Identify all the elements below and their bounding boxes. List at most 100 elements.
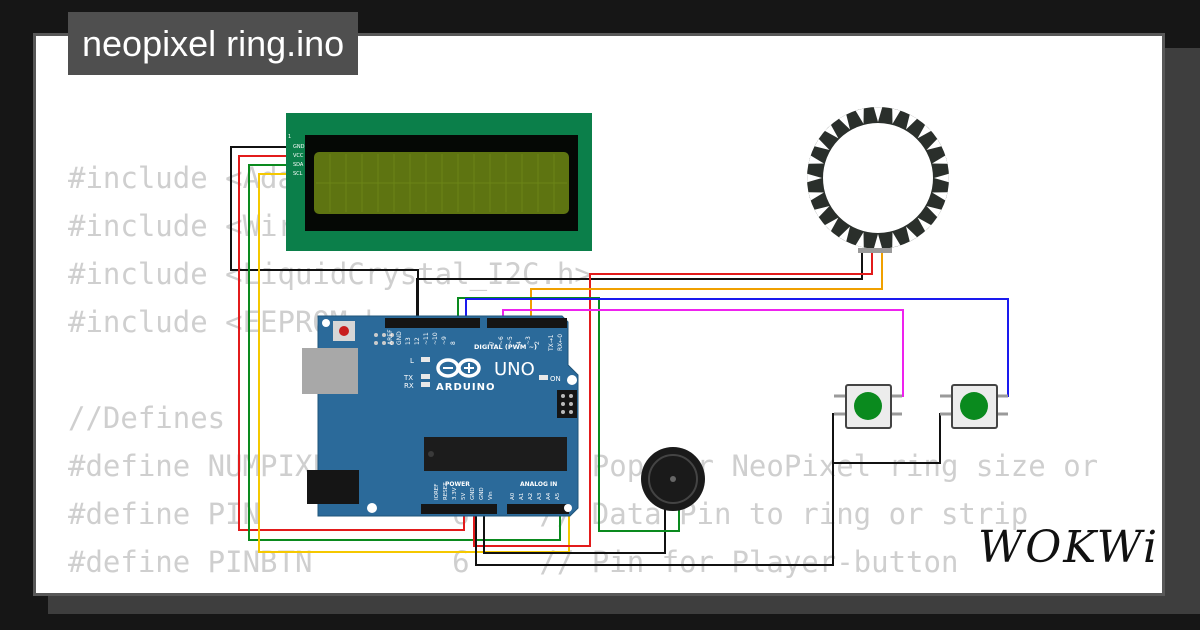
pin-label: GND bbox=[470, 487, 476, 500]
ring-led bbox=[934, 173, 949, 183]
ring-led bbox=[917, 217, 932, 232]
pin-label: TX→1 bbox=[548, 334, 555, 352]
lcd-pin-label: SCL bbox=[293, 171, 303, 177]
on-led-label: ON bbox=[550, 375, 561, 383]
pin-label: A5 bbox=[555, 492, 561, 500]
lcd-display[interactable]: 1 GND VCC SDA SCL bbox=[286, 113, 592, 251]
top-pin-labels: AREF GND 13 12 ~11 ~10 ~9 8 7 ~6 ~5 4 ~3… bbox=[387, 329, 564, 352]
pin-label: ~11 bbox=[423, 332, 430, 345]
ring-led bbox=[814, 138, 830, 150]
mount-hole bbox=[567, 375, 577, 385]
wokwi-logo: WOKWi bbox=[978, 522, 1160, 573]
buzzer[interactable] bbox=[641, 447, 705, 511]
pin-label: A4 bbox=[546, 492, 552, 500]
wire-lcd-vcc[interactable] bbox=[238, 155, 465, 531]
project-title: neopixel ring.ino bbox=[68, 12, 359, 75]
pin-label: ~9 bbox=[441, 336, 448, 345]
power-jack bbox=[307, 470, 359, 504]
ring-led bbox=[926, 206, 942, 218]
ring-led bbox=[838, 114, 850, 130]
pin-label: A2 bbox=[528, 493, 534, 500]
analog-header bbox=[507, 504, 569, 514]
ring-led bbox=[932, 192, 948, 201]
ring-led bbox=[892, 108, 901, 124]
led-label: RX bbox=[404, 382, 414, 390]
pin-label: Vin bbox=[488, 491, 494, 500]
ring-led bbox=[926, 138, 942, 150]
pin-label: 13 bbox=[405, 337, 412, 345]
led-label: TX bbox=[403, 374, 413, 382]
pin-label: RESET bbox=[443, 482, 449, 500]
icsp-header bbox=[371, 330, 397, 346]
pin-label: ~6 bbox=[498, 336, 505, 345]
pin-label: 3.3V bbox=[452, 487, 458, 500]
ring-led bbox=[855, 108, 864, 124]
arduino-uno[interactable]: AREF GND 13 12 ~11 ~10 ~9 8 7 ~6 ~5 4 ~3… bbox=[302, 315, 579, 517]
pin-label: A0 bbox=[510, 492, 516, 500]
pin-label: A3 bbox=[537, 492, 543, 500]
code-line: #include <LiquidCrystal_I2C.h> bbox=[68, 257, 592, 291]
wire-lcd-sda[interactable] bbox=[248, 164, 561, 541]
pin-label: 2 bbox=[534, 341, 541, 345]
ring-led bbox=[807, 173, 822, 183]
ring-led bbox=[873, 107, 883, 122]
buzzer-hole bbox=[670, 476, 676, 482]
lcd-pin-label: 1 bbox=[288, 134, 291, 140]
analog-pin-labels: A0 A1 A2 A3 A4 A5 bbox=[510, 492, 561, 500]
mount-hole bbox=[564, 504, 572, 512]
ring-led bbox=[824, 124, 839, 139]
chip-notch bbox=[428, 451, 434, 457]
ring-leds bbox=[807, 107, 949, 249]
power-header bbox=[421, 504, 497, 514]
pin-label: GND bbox=[479, 487, 485, 500]
digital-label: DIGITAL (PWM ~) bbox=[474, 343, 537, 351]
mount-hole bbox=[322, 319, 330, 327]
push-button-2[interactable] bbox=[940, 384, 1008, 429]
ring-led bbox=[814, 206, 830, 218]
code-line: #include <EEPROM.h> bbox=[68, 305, 400, 339]
button-2-cap[interactable] bbox=[960, 392, 988, 420]
wire-ring-gnd[interactable] bbox=[416, 250, 863, 316]
usb-port bbox=[302, 348, 358, 394]
code-line: //Defines bbox=[68, 401, 226, 435]
ring-led bbox=[808, 192, 824, 201]
side-header bbox=[557, 390, 577, 418]
button-1-cap[interactable] bbox=[854, 392, 882, 420]
lcd-character-grid bbox=[316, 154, 567, 212]
lcd-pin-label: SDA bbox=[293, 162, 304, 168]
arduino-model: UNO bbox=[494, 359, 535, 380]
pin-label: 8 bbox=[450, 341, 457, 345]
digital-header-low bbox=[487, 318, 567, 328]
ring-led bbox=[906, 114, 918, 130]
lcd-pin-label: GND bbox=[293, 144, 305, 150]
wire-buzzer-gnd[interactable] bbox=[483, 500, 666, 554]
atmega-chip bbox=[424, 437, 567, 471]
onboard-leds: L TX RX ON bbox=[403, 357, 561, 390]
pin-label: AREF bbox=[387, 329, 394, 345]
wire-buzzer-signal[interactable] bbox=[457, 297, 680, 532]
ring-led bbox=[932, 155, 948, 164]
ring-led bbox=[906, 226, 918, 242]
wire-lcd-scl[interactable] bbox=[258, 173, 570, 553]
pin-label: IOREF bbox=[434, 484, 440, 500]
digital-header-high bbox=[385, 318, 480, 328]
push-button-1[interactable] bbox=[834, 384, 902, 429]
pin-label: GND bbox=[396, 331, 403, 345]
wires bbox=[230, 146, 1009, 566]
ring-led bbox=[808, 155, 824, 164]
pin-label: 5V bbox=[461, 493, 467, 500]
power-pin-labels: IOREF RESET 3.3V 5V GND GND Vin bbox=[434, 482, 494, 500]
wire-ring-din[interactable] bbox=[530, 250, 883, 316]
wire-ring-vcc[interactable] bbox=[473, 250, 873, 547]
ring-pin-header bbox=[858, 248, 892, 253]
pin-label: ~3 bbox=[525, 336, 532, 345]
lcd-pin-labels: 1 GND VCC SDA SCL bbox=[288, 134, 305, 177]
led-label: L bbox=[410, 357, 414, 365]
neopixel-ring[interactable] bbox=[807, 107, 949, 253]
ring-led bbox=[838, 226, 850, 242]
ring-led bbox=[855, 232, 864, 248]
ring-led bbox=[892, 232, 901, 248]
ring-led bbox=[917, 124, 932, 139]
reset-button[interactable] bbox=[339, 326, 349, 336]
